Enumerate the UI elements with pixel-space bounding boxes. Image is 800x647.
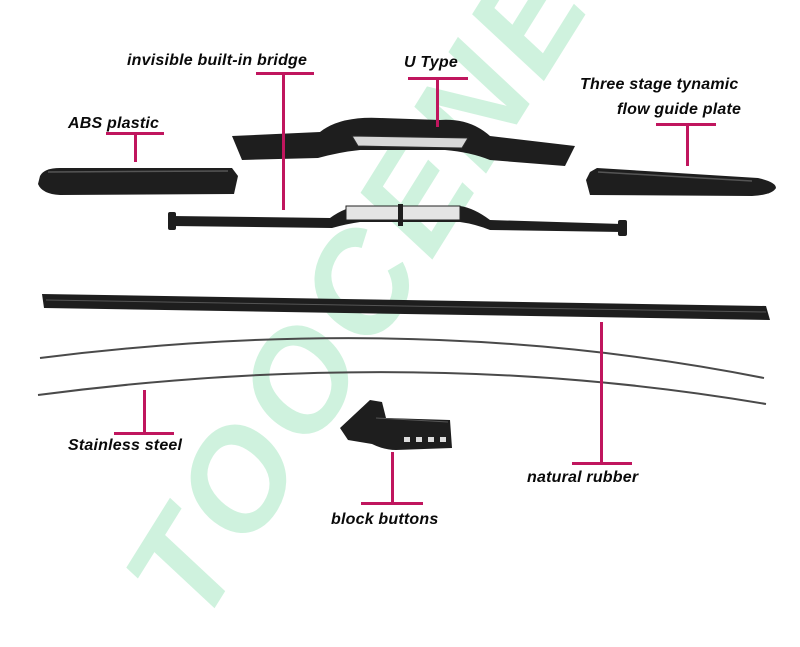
block-button-slot-1	[404, 437, 410, 442]
abs-plastic-left-cover-highlight	[47, 170, 229, 173]
stainless-steel-strip-lower	[37, 371, 767, 405]
leader-abs-stem	[134, 132, 137, 162]
leader-flow-guide-stem	[686, 123, 689, 166]
label-flow-guide-line1: Three stage tynamic	[580, 76, 739, 93]
abs-plastic-left-cover	[38, 168, 238, 195]
flow-guide-plate-right-highlight	[597, 171, 753, 182]
leader-block-stem	[391, 452, 394, 504]
natural-rubber-strip-groove	[45, 299, 767, 313]
bridge-left-end-cap	[168, 212, 176, 230]
leader-block-bottom	[361, 502, 423, 505]
leader-rubber-bottom	[572, 462, 632, 465]
label-invisible-bridge: invisible built-in bridge	[127, 52, 308, 69]
wiper-blade-exploded-diagram: TOOCENE	[37, 0, 776, 646]
leader-steel-stem	[143, 390, 146, 434]
label-stainless-steel: Stainless steel	[68, 437, 183, 454]
label-u-type: U Type	[404, 54, 458, 71]
block-button-slot-2	[416, 437, 422, 442]
stainless-steel-strip-upper	[39, 337, 765, 379]
bridge-right-end-cap	[618, 220, 627, 236]
block-button-adapter-body	[340, 400, 452, 450]
bridge-center-clip-divider	[398, 204, 403, 226]
leader-bridge-stem	[282, 72, 285, 210]
label-abs-plastic: ABS plastic	[68, 115, 160, 132]
block-button-adapter-highlight	[375, 417, 449, 423]
label-natural-rubber: natural rubber	[527, 469, 639, 486]
natural-rubber-strip	[42, 294, 770, 320]
block-button-slot-4	[440, 437, 446, 442]
leader-rubber-stem	[600, 322, 603, 464]
block-button-slot-3	[428, 437, 434, 442]
leader-steel-bottom	[114, 432, 174, 435]
u-type-connector-slot	[351, 135, 469, 149]
parts-illustration	[37, 117, 776, 450]
label-block-buttons: block buttons	[331, 511, 439, 528]
leader-u-type-stem	[436, 77, 439, 127]
label-flow-guide-line2: flow guide plate	[617, 101, 742, 118]
flow-guide-plate-right-cover	[586, 168, 776, 196]
leader-bridge-top	[256, 72, 314, 75]
